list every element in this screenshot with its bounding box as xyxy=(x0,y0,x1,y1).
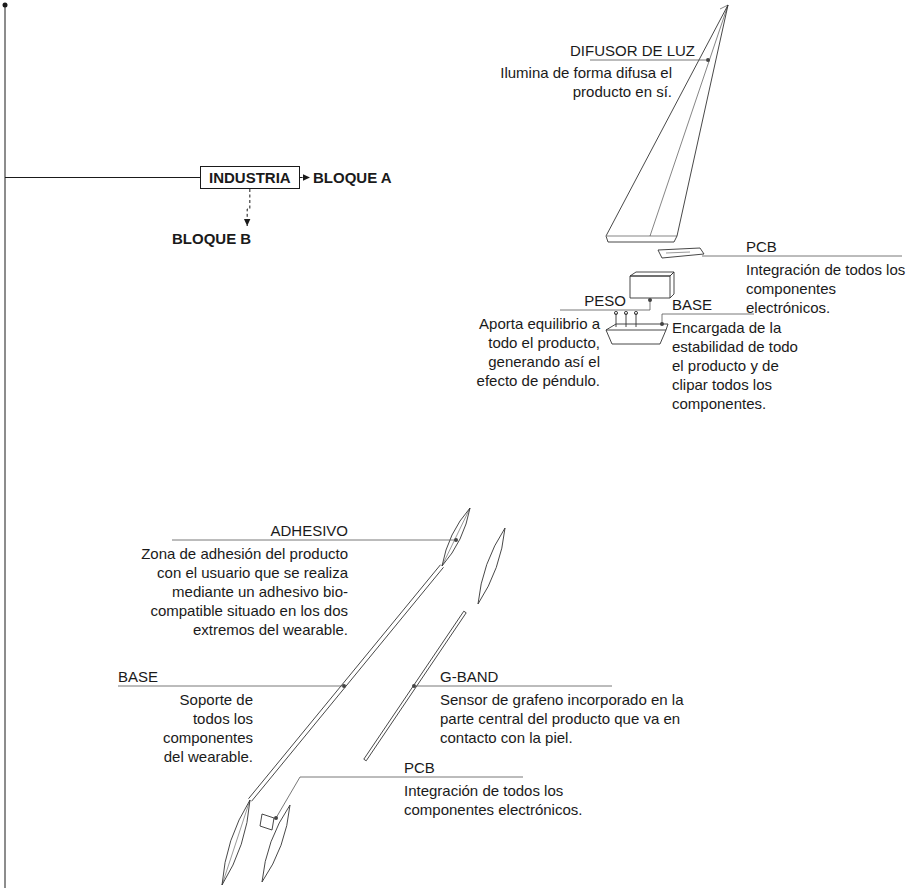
part-description: Aporta equilibrio a todo el producto, ge… xyxy=(470,314,600,390)
diffuser-crease xyxy=(650,5,728,236)
part-description: Integración de todos los componentes ele… xyxy=(404,781,589,819)
leader-dot xyxy=(648,298,652,302)
part-description: Soporte de todos los componentes del wea… xyxy=(153,690,253,766)
base-rim xyxy=(606,324,668,330)
part-description: Integración de todos los componentes ele… xyxy=(746,260,906,317)
part-description: Encargada de la estabilidad de todo el p… xyxy=(672,318,808,413)
leader-dot xyxy=(454,538,458,542)
frame-line xyxy=(5,5,6,888)
part-name: PESO xyxy=(584,291,626,310)
diffuser-tip xyxy=(720,5,728,9)
leader-line xyxy=(590,60,706,61)
screw-head xyxy=(624,311,627,314)
screw-head xyxy=(614,311,617,314)
part-name: ADHESIVO xyxy=(270,521,348,540)
frame-branch xyxy=(5,177,200,178)
pcb-detail xyxy=(666,252,690,253)
part-description: Ilumina de forma difusa el producto en s… xyxy=(497,63,672,101)
leader-dot xyxy=(274,816,278,820)
diffuser-outline xyxy=(606,5,728,242)
pcb-piece xyxy=(658,248,704,258)
adhesive-top xyxy=(442,508,470,566)
part-name: BASE xyxy=(118,667,158,686)
part-name: PCB xyxy=(404,758,435,777)
node-text: BLOQUE A xyxy=(313,168,392,187)
base-screw xyxy=(636,313,637,327)
leader-line xyxy=(172,540,454,541)
frame-dot xyxy=(3,3,8,8)
dashed-arrow xyxy=(247,189,250,226)
weight-side xyxy=(670,272,674,298)
leader-dot xyxy=(706,58,710,62)
part-name: BASE xyxy=(672,295,712,314)
adhesive-leaf xyxy=(262,805,290,882)
part-description: Zona de adhesión del producto con el usu… xyxy=(136,544,348,639)
leader-dot xyxy=(342,684,346,688)
wearable-base xyxy=(249,565,444,802)
block-label: BLOQUE A xyxy=(313,168,392,187)
leader-line xyxy=(118,686,342,687)
part-name: DIFUSOR DE LUZ xyxy=(570,41,695,60)
leader-line xyxy=(702,256,902,257)
base-screw xyxy=(616,313,617,327)
block-label: BLOQUE B xyxy=(172,229,251,248)
leader-dot xyxy=(660,322,664,326)
part-name: G-BAND xyxy=(440,667,498,686)
dashed-arrow xyxy=(300,177,310,178)
leader-line xyxy=(416,686,612,687)
pcb-piece xyxy=(260,814,274,830)
base-screw xyxy=(626,313,627,327)
part-description: Sensor de grafeno incorporado en la part… xyxy=(440,690,702,747)
adhesive-bottom xyxy=(222,800,250,885)
process-box: INDUSTRIA xyxy=(200,166,300,189)
diffuser-lip xyxy=(607,236,677,237)
base-tray xyxy=(606,330,666,344)
node-text: BLOQUE B xyxy=(172,229,251,248)
adhesive-crease xyxy=(222,800,250,885)
leader-dot xyxy=(412,684,416,688)
weight-front xyxy=(630,276,670,298)
adhesive-leaf xyxy=(478,528,505,604)
part-name: PCB xyxy=(746,237,777,256)
weight-top xyxy=(630,272,674,276)
node-text: INDUSTRIA xyxy=(209,168,291,187)
adhesive-crease xyxy=(442,508,470,566)
screw-head xyxy=(634,311,637,314)
